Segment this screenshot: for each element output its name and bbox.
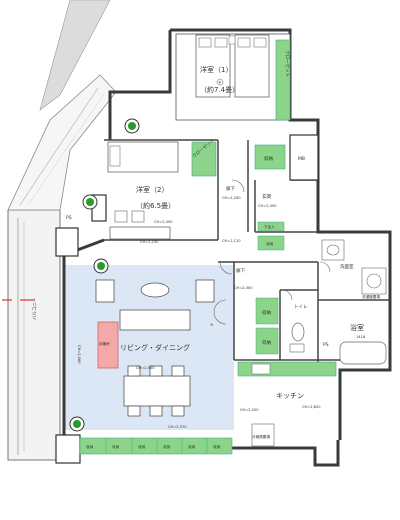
svg-text:PS: PS (323, 342, 329, 348)
svg-text:収納: 収納 (262, 339, 271, 346)
toilet-name: トイレ (294, 305, 308, 310)
svg-text:CH=2,120: CH=2,120 (222, 239, 241, 243)
kitchen: キッチン CH=2,200 CH=2,820 冷蔵庫置場 (237, 361, 337, 447)
svg-text:CH=2,300: CH=2,300 (234, 286, 253, 290)
western2-size: （約6.5畳） (136, 201, 175, 210)
vanity (321, 239, 345, 261)
svg-text:収納: 収納 (264, 155, 273, 162)
storage-lower1 (255, 297, 279, 325)
svg-text:収納: 収納 (163, 444, 171, 449)
bottom-storage: 収納 収納 収納 収納 収納 収納 (79, 437, 233, 455)
bed (195, 34, 231, 98)
svg-text:CH=2,500: CH=2,500 (136, 366, 155, 370)
bathroom-name: 浴室 (350, 323, 364, 332)
svg-text:CH=2,370: CH=2,370 (168, 425, 187, 429)
bed (107, 141, 179, 173)
storage-hall (257, 235, 285, 251)
western2-name: 洋室（2） (136, 185, 168, 194)
kitchen-name: キッチン (276, 392, 304, 400)
svg-text:冷蔵庫置場: 冷蔵庫置場 (252, 434, 270, 439)
bed (234, 34, 270, 98)
ldk-name: リビング・ダイニング (120, 343, 190, 352)
bathtub (339, 341, 387, 365)
svg-text:⑤: ⑤ (210, 323, 214, 327)
svg-text:CH=2,300: CH=2,300 (258, 204, 277, 208)
svg-text:収納: 収納 (112, 444, 120, 449)
outlet-mark (216, 78, 224, 86)
svg-text:CH=2,820: CH=2,820 (302, 405, 321, 409)
svg-text:⑥: ⑥ (218, 81, 222, 85)
ldk-furniture (95, 279, 215, 417)
nightstand (228, 35, 236, 45)
shoe-storage (257, 221, 285, 232)
svg-text:収納: 収納 (86, 444, 94, 449)
svg-text:洗濯機置場: 洗濯機置場 (362, 294, 380, 299)
toilet-sink (289, 343, 305, 353)
svg-text:CH=2,200: CH=2,200 (240, 408, 259, 412)
svg-text:CH=2,230: CH=2,230 (140, 240, 159, 244)
svg-text:廊下: 廊下 (226, 185, 235, 192)
ps-label: PS (66, 215, 72, 221)
balcony-label: バルコニー (32, 297, 38, 320)
chair (114, 210, 128, 223)
svg-text:床暖房: 床暖房 (99, 341, 110, 346)
svg-text:廊下: 廊下 (236, 267, 245, 274)
svg-text:CH=2,200: CH=2,200 (222, 196, 241, 200)
plant-icons (69, 118, 140, 432)
entrance-name: 玄関 (262, 193, 271, 200)
western2-room: クローゼット 洋室（2） （約6.5畳） CH=2,300 CH=2,230 P… (66, 137, 217, 244)
western1-room: クローゼット 洋室（1） （約7.4畳） ⑥ (175, 33, 291, 121)
fridge-space (251, 423, 275, 447)
svg-text:CH=2,300: CH=2,300 (154, 220, 173, 224)
svg-text:収納: 収納 (262, 309, 271, 316)
washroom: 洗面室 洗濯機置場 浴室 1418 PS (321, 239, 387, 365)
western1-name: 洋室（1） (200, 65, 232, 74)
svg-text:収納: 収納 (138, 444, 146, 449)
bathroom-size: 1418 (356, 335, 366, 339)
mb-label: MB (298, 156, 305, 162)
closet-w2 (191, 141, 217, 177)
svg-text:下足入: 下足入 (264, 224, 275, 229)
storage-lower2 (255, 327, 279, 355)
door-swings (213, 179, 331, 325)
internal-walls (104, 139, 390, 370)
desk (109, 226, 171, 240)
washroom-name: 洗面室 (340, 263, 354, 270)
hallway-lower: 廊下 CH=2,300 収納 収納 トイレ (234, 267, 308, 355)
hallway-upper: 廊下 CH=2,200 CH=2,120 収納 玄関 CH=2,300 下足入 … (222, 144, 305, 251)
toilet-bowl (291, 322, 305, 342)
outer-band (39, 0, 111, 111)
western1-size: （約7.4畳） (200, 85, 239, 94)
chair (131, 210, 145, 223)
svg-text:収納: 収納 (266, 241, 274, 246)
storage-upper (254, 144, 286, 170)
closet-w1 (275, 39, 291, 121)
svg-text:収納: 収納 (213, 444, 221, 449)
svg-text:収納: 収納 (188, 444, 196, 449)
svg-text:CH=2,080: CH=2,080 (77, 345, 81, 364)
closet-label-w1: クローゼット (284, 50, 291, 77)
balcony-area (7, 209, 61, 461)
washer-space (361, 267, 387, 295)
